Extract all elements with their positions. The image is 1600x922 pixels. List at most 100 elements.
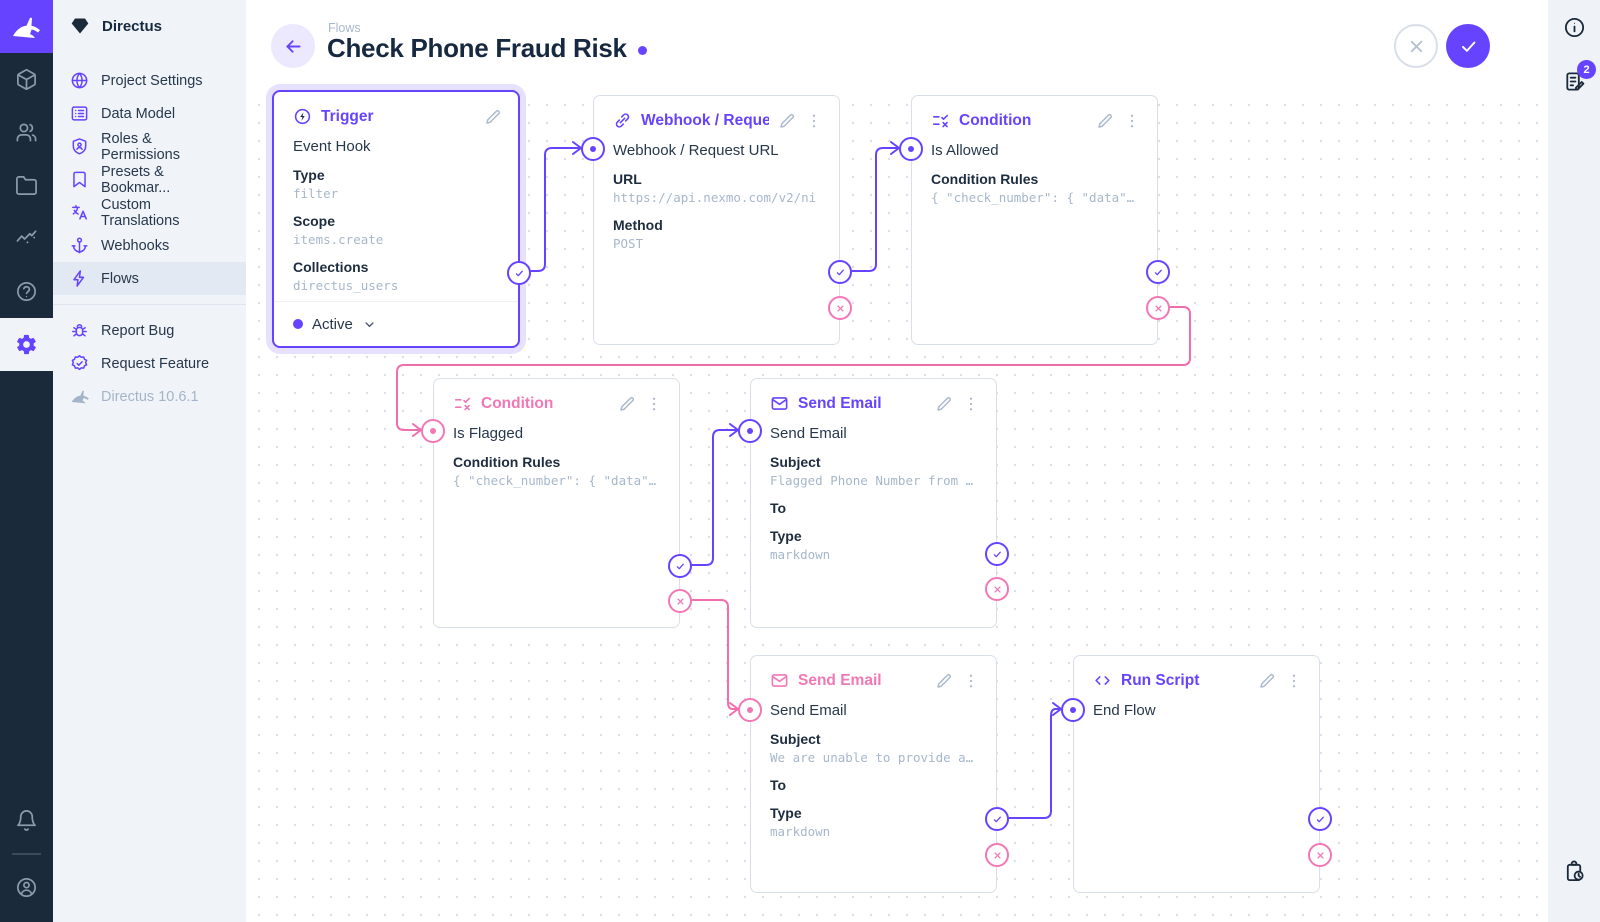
sidebar-item-custom-translations[interactable]: Custom Translations (53, 196, 246, 229)
connector-in[interactable] (581, 137, 605, 161)
connector-in[interactable] (421, 419, 445, 443)
module-gear-button[interactable] (0, 318, 53, 371)
connector-reject[interactable] (668, 589, 692, 613)
header-actions (1394, 24, 1490, 68)
node-name: Send Email (770, 702, 847, 719)
sidebar-item-webhooks[interactable]: Webhooks (53, 229, 246, 262)
module-bell-button[interactable] (0, 794, 53, 847)
connector-in[interactable] (1061, 698, 1085, 722)
node-body: End Flow (1074, 690, 1319, 721)
flow-node-webhook[interactable]: Webhook / Request U Webhook / Request UR… (581, 95, 852, 345)
module-bar-top (0, 53, 53, 371)
module-folder-button[interactable] (0, 159, 53, 212)
sidebar-item-label: Webhooks (101, 237, 170, 254)
sidebar-item-report-bug[interactable]: Report Bug (53, 314, 246, 347)
edit-node-button[interactable] (618, 395, 636, 413)
connector-in[interactable] (899, 137, 923, 161)
node-menu-button[interactable] (1285, 672, 1303, 690)
node-menu-button[interactable] (805, 112, 823, 130)
connector-reject[interactable] (828, 296, 852, 320)
breadcrumb[interactable]: Flows (328, 21, 361, 35)
revisions-icon (1565, 71, 1584, 91)
sidebar-item-data-model[interactable]: Data Model (53, 97, 246, 130)
back-button[interactable] (271, 24, 315, 68)
sidebar-item-flows[interactable]: Flows (53, 262, 246, 295)
edit-node-button[interactable] (1258, 672, 1276, 690)
info-button[interactable] (1559, 12, 1589, 42)
module-box-button[interactable] (0, 53, 53, 106)
connector-reject[interactable] (985, 577, 1009, 601)
field-value: { "check_number": { "data"… (931, 190, 1135, 205)
trigger-status-toggle[interactable]: Active (274, 301, 518, 346)
node-header: Send Email (751, 656, 996, 690)
node-header: Webhook / Request U (594, 96, 839, 130)
edit-node-button[interactable] (935, 395, 953, 413)
field-label: Type (770, 528, 802, 544)
sidebar-item-label: Flows (101, 270, 139, 287)
module-avatar-button[interactable] (0, 861, 53, 914)
connector-resolve[interactable] (507, 261, 531, 285)
node-menu-button[interactable] (645, 395, 663, 413)
flow-node-run-script[interactable]: Run Script End Flow (1061, 655, 1332, 893)
connector-resolve[interactable] (1308, 807, 1332, 831)
connector-in[interactable] (738, 419, 762, 443)
connector-resolve[interactable] (668, 554, 692, 578)
edit-node-button[interactable] (484, 108, 502, 126)
help-icon (15, 280, 38, 303)
sidebar-item-presets-bookmar[interactable]: Presets & Bookmar... (53, 163, 246, 196)
rule-icon (453, 394, 472, 413)
sidebar-item-project-settings[interactable]: Project Settings (53, 64, 246, 97)
rabbit-icon (70, 387, 89, 406)
node-title: Condition (481, 394, 554, 412)
field-label: Method (613, 217, 663, 233)
connector-resolve[interactable] (985, 542, 1009, 566)
sidebar-item-label: Roles & Permissions (101, 130, 180, 163)
close-icon (1410, 40, 1422, 52)
edit-node-button[interactable] (935, 672, 953, 690)
revisions-button[interactable]: 2 (1559, 60, 1596, 96)
connector-resolve[interactable] (828, 260, 852, 284)
project-header[interactable]: Directus (53, 0, 246, 52)
connector-reject[interactable] (1308, 843, 1332, 867)
connector-reject[interactable] (1146, 296, 1170, 320)
seal-icon (70, 354, 89, 373)
node-title: Run Script (1121, 671, 1200, 689)
edit-node-button[interactable] (778, 112, 796, 130)
module-bar (0, 0, 53, 922)
module-help-button[interactable] (0, 265, 53, 318)
code-icon (1093, 671, 1112, 690)
node-menu-button[interactable] (1123, 112, 1141, 130)
edit-node-button[interactable] (1096, 112, 1114, 130)
node-menu-button[interactable] (962, 672, 980, 690)
module-users-button[interactable] (0, 106, 53, 159)
sidebar-item-roles-permissions[interactable]: Roles & Permissions (53, 130, 246, 163)
discard-button[interactable] (1394, 24, 1438, 68)
node-menu-button[interactable] (962, 395, 980, 413)
module-activity-button[interactable] (0, 212, 53, 265)
field-label: Subject (770, 731, 821, 747)
folder-icon (15, 174, 38, 197)
field-value: markdown (770, 547, 831, 562)
connector-reject[interactable] (985, 843, 1009, 867)
module-bar-divider (12, 853, 41, 855)
shield-icon (70, 137, 89, 156)
flow-logs-button[interactable] (1559, 856, 1589, 886)
sidebar-item-directus-10-6-1[interactable]: Directus 10.6.1 (53, 380, 246, 413)
field-label: URL (613, 171, 642, 187)
connector-resolve[interactable] (985, 807, 1009, 831)
directus-logo[interactable] (0, 0, 53, 53)
rabbit-icon (12, 17, 40, 38)
connector-resolve[interactable] (1146, 260, 1170, 284)
sidebar-item-request-feature[interactable]: Request Feature (53, 347, 246, 380)
save-button[interactable] (1446, 24, 1490, 68)
connector-in[interactable] (738, 698, 762, 722)
